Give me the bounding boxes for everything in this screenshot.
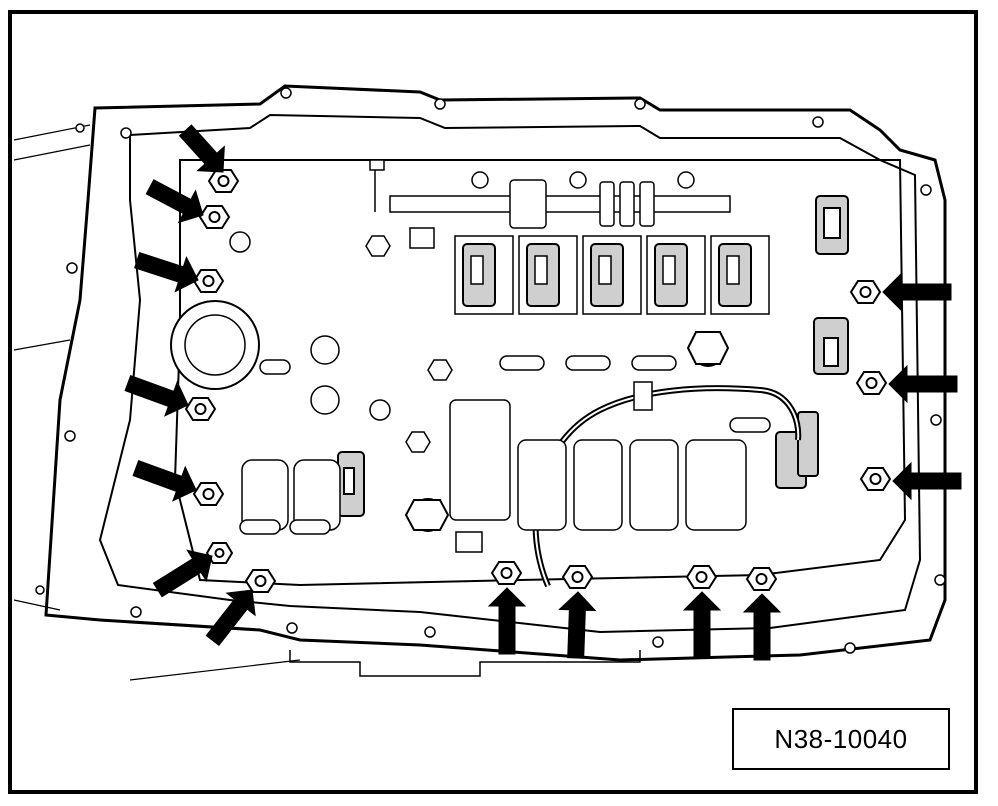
pointer-arrows: [124, 124, 962, 661]
pointer-arrow-icon: [152, 549, 213, 598]
hex-nut-icon: [198, 205, 231, 229]
pointer-arrow-icon: [742, 593, 782, 661]
hex-nut-icon: [205, 542, 234, 564]
hex-nut-icon: [490, 561, 523, 585]
solenoid-row: [454, 235, 770, 315]
hex-nut-icon: [184, 397, 217, 421]
hex-nut-icon: [859, 467, 892, 491]
reference-number-box: N38-10040: [732, 708, 950, 770]
hex-nut-icon: [561, 565, 594, 589]
bottom-flange: [289, 650, 641, 677]
pointer-arrow-icon: [145, 179, 204, 224]
pointer-arrow-icon: [134, 251, 199, 293]
figure-border: [8, 10, 978, 794]
hex-nut-icon: [849, 280, 882, 304]
pointer-arrow-icon: [132, 459, 197, 502]
pointer-arrow-icon: [487, 587, 527, 655]
pointer-arrow-icon: [888, 364, 958, 404]
pointer-arrow-icon: [882, 272, 952, 312]
oil-passage-slots: [239, 355, 771, 535]
hex-nut-icon: [192, 482, 225, 506]
hex-nut-icon: [855, 371, 888, 395]
hex-nut-icon: [207, 169, 240, 193]
pointer-arrow-icon: [682, 591, 722, 659]
harness-clip: [633, 381, 653, 411]
hex-nut-icon: [685, 565, 718, 589]
pointer-arrow-icon: [558, 591, 597, 659]
valve-body-plate: [173, 159, 907, 587]
right-connectors: [337, 195, 849, 517]
spool-shaft: [369, 159, 731, 229]
hex-nut-icon: [244, 569, 277, 593]
hex-nut-icon: [745, 567, 778, 591]
lower-valve-bores: [241, 227, 747, 553]
pointer-arrow-icon: [205, 589, 256, 647]
pan-mounting-holes: [35, 87, 946, 654]
pointer-arrow-icon: [892, 461, 962, 501]
oil-pan-inner-outline: [98, 113, 922, 634]
bolt-heads: [184, 169, 892, 593]
pointer-arrow-icon: [178, 124, 225, 173]
hex-nut-icon: [192, 269, 225, 293]
reference-number: N38-10040: [774, 723, 908, 754]
pointer-arrow-icon: [124, 374, 189, 417]
